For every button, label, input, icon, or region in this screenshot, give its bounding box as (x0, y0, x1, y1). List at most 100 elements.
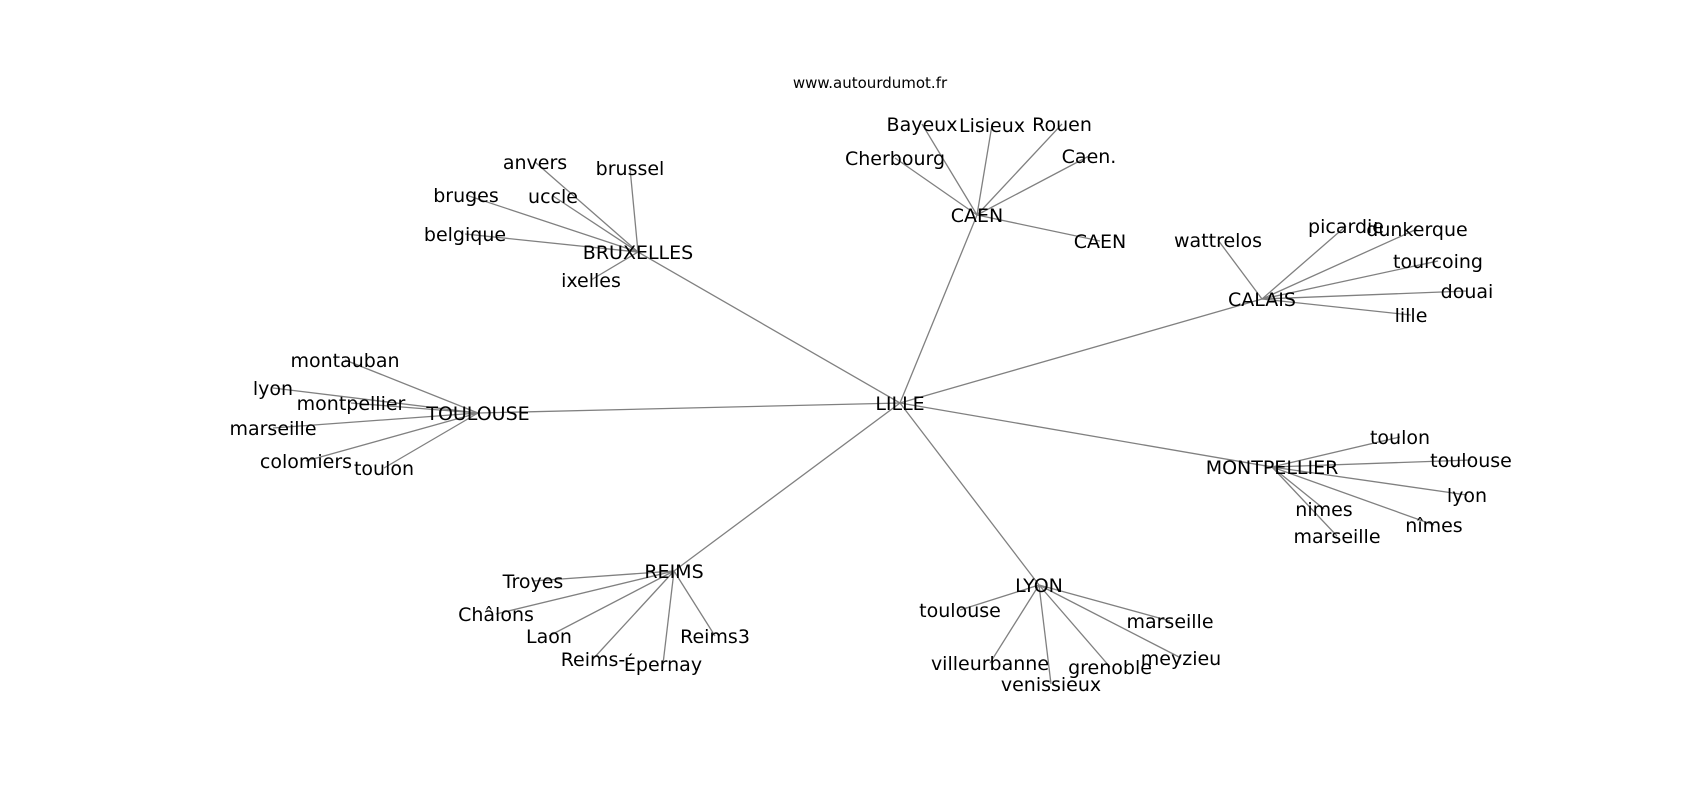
edge-hub-leaf (383, 412, 479, 469)
leaf-node-label: villeurbanne (931, 653, 1049, 675)
leaf-node-label: lyon (253, 378, 293, 400)
leaf-node-label: Lisieux (959, 115, 1025, 137)
edge-hub-leaf (534, 161, 639, 253)
edge-hub-leaf (662, 570, 675, 665)
edge-center-hub (899, 298, 1263, 404)
leaf-node-label: venissieux (1001, 674, 1101, 696)
leaf-node-label: anvers (503, 152, 567, 174)
edge-center-hub (637, 251, 901, 404)
edge-hub-leaf (1038, 584, 1171, 622)
leaf-node-label: montpellier (297, 393, 406, 415)
edge-hub-leaf (495, 570, 675, 615)
edge-hub-leaf (976, 123, 1063, 216)
edge-hub-leaf (272, 387, 479, 414)
edge-hub-leaf (976, 214, 1101, 242)
edge-center-hub (899, 402, 1040, 586)
hub-node-label: REIMS (644, 561, 703, 583)
edge-center-hub (899, 402, 1273, 468)
edge-center-hub (673, 402, 901, 572)
leaf-node-label: lyon (1447, 485, 1487, 507)
leaf-node-label: grenoble (1068, 657, 1152, 679)
leaf-node-label: belgique (424, 224, 506, 246)
leaf-node-label: montauban (290, 350, 399, 372)
leaf-node-label: ixelles (561, 270, 621, 292)
leaf-node-label: Laon (526, 626, 572, 648)
edge-hub-leaf (1271, 436, 1401, 468)
hub-node-label: TOULOUSE (425, 403, 529, 425)
edge-hub-leaf (532, 570, 675, 582)
edge-hub-leaf (548, 570, 675, 637)
edge-hub-leaf (350, 402, 479, 414)
hub-node-label: CALAIS (1228, 289, 1296, 311)
leaf-node-label: toulouse (1430, 450, 1512, 472)
leaf-node-label: marseille (1293, 526, 1380, 548)
leaf-node-label: Reims3 (680, 626, 750, 648)
edge-hub-leaf (1261, 298, 1412, 316)
edge-hub-leaf (464, 233, 639, 253)
leaf-node-label: marseille (1126, 611, 1213, 633)
edge-hub-leaf (1261, 228, 1418, 300)
edge-hub-leaf (1261, 225, 1347, 300)
leaf-node-label: toulon (1370, 427, 1430, 449)
leaf-node-label: douai (1441, 281, 1494, 303)
leaf-node-label: Châlons (458, 604, 534, 626)
edge-hub-leaf (344, 359, 479, 414)
hub-node-label: LYON (1015, 575, 1063, 597)
edge-hub-leaf (1271, 466, 1435, 526)
edge-center-hub (477, 402, 901, 414)
edge-hub-leaf (976, 124, 993, 216)
leaf-node-label: nimes (1295, 499, 1352, 521)
leaf-node-label: CAEN (1074, 231, 1126, 253)
leaf-node-label: wattrelos (1174, 230, 1262, 252)
edge-hub-leaf (1217, 239, 1263, 300)
edge-hub-leaf (959, 584, 1040, 611)
edge-hub-leaf (590, 251, 639, 281)
leaf-node-label: toulon (354, 458, 414, 480)
edge-hub-leaf (894, 157, 978, 216)
edge-hub-leaf (1038, 584, 1052, 685)
edge-hub-leaf (921, 123, 978, 216)
edge-hub-leaf (989, 584, 1040, 664)
leaf-node-label: uccle (528, 186, 578, 208)
leaf-node-label: Cherbourg (845, 148, 945, 170)
edge-hub-leaf (673, 570, 716, 637)
edges-layer (272, 123, 1472, 685)
center-node-label: LILLE (875, 393, 924, 415)
leaf-node-label: picardie (1308, 216, 1384, 238)
edge-hub-leaf (1271, 466, 1325, 510)
leaf-node-label: lille (1395, 305, 1428, 327)
leaf-node-label: meyzieu (1141, 648, 1221, 670)
edge-hub-leaf (1261, 290, 1468, 300)
edge-hub-leaf (465, 194, 639, 253)
leaf-node-label: nîmes (1405, 515, 1462, 537)
edge-hub-leaf (976, 155, 1090, 216)
edge-hub-leaf (272, 412, 479, 429)
edge-hub-leaf (1038, 584, 1182, 659)
edge-hub-leaf (305, 412, 479, 462)
leaf-node-label: Épernay (624, 653, 702, 676)
leaf-node-label: colomiers (260, 451, 352, 473)
leaf-node-label: tourcoing (1393, 251, 1483, 273)
leaf-node-label: Rouen (1032, 114, 1092, 136)
edge-hub-leaf (1261, 260, 1439, 300)
leaf-node-label: Bayeux (887, 114, 958, 136)
edge-center-hub (899, 214, 978, 404)
leaf-node-label: bruges (433, 185, 499, 207)
leaf-node-label: toulouse (919, 600, 1001, 622)
leaf-node-label: Caen. (1062, 146, 1117, 168)
edge-hub-leaf (1271, 459, 1472, 468)
edge-hub-leaf (1271, 466, 1338, 537)
edge-hub-leaf (629, 167, 639, 253)
leaf-node-label: marseille (229, 418, 316, 440)
edge-hub-leaf (592, 570, 675, 660)
hub-node-label: MONTPELLIER (1206, 457, 1339, 479)
hub-node-label: BRUXELLES (583, 242, 693, 264)
leaf-node-label: dunkerque (1366, 219, 1467, 241)
edge-hub-leaf (1038, 584, 1111, 668)
leaf-node-label: Reims- (561, 649, 626, 671)
edge-hub-leaf (1271, 466, 1468, 496)
hub-node-label: CAEN (951, 205, 1003, 227)
source-credit: www.autourdumot.fr (793, 74, 948, 92)
